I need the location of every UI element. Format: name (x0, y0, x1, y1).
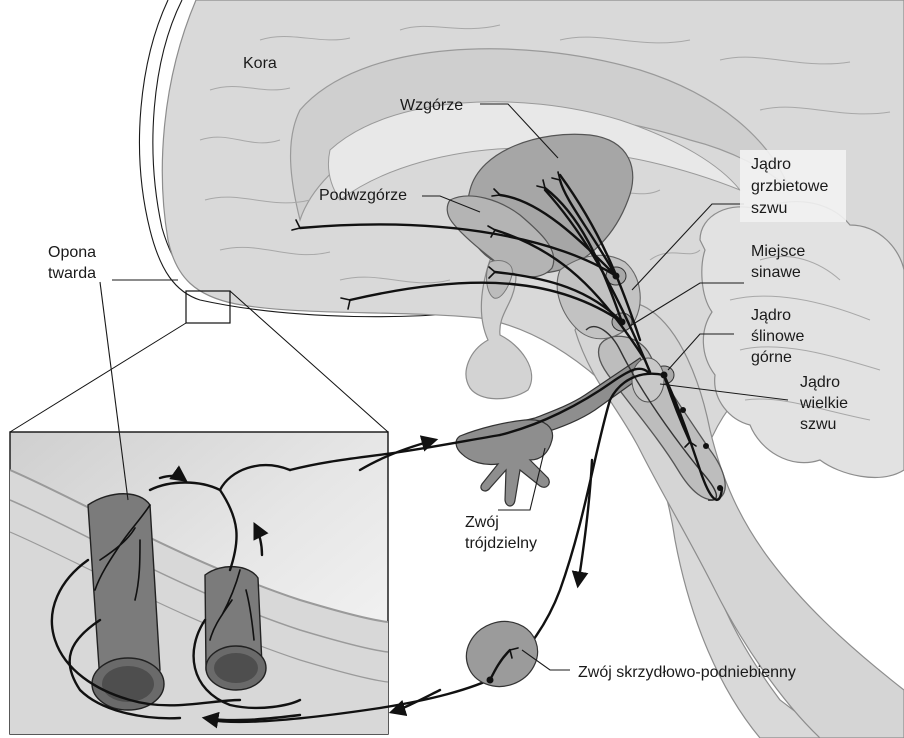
label-zwoj-troj-line1: Zwój (465, 514, 499, 531)
label-opona-line1: Opona (48, 244, 96, 261)
zoom-line-left (10, 323, 186, 432)
label-jadro-grzbietowe-line3: szwu (751, 200, 787, 217)
label-zwoj-skrzydlowo: Zwój skrzydłowo-podniebienny (578, 664, 796, 681)
label-jadro-slinowe-line2: ślinowe (751, 328, 804, 345)
label-jadro-wielkie-line1: Jądro (800, 374, 840, 391)
label-kora: Kora (243, 55, 277, 72)
label-jadro-slinowe-line3: górne (751, 349, 792, 366)
label-miejsce-line2: sinawe (751, 264, 801, 281)
label-jadro-grzbietowe-line1: Jądro (751, 156, 791, 173)
label-miejsce-line1: Miejsce (751, 243, 805, 260)
label-opona-line2: twarda (48, 265, 96, 282)
inset-panel (10, 291, 388, 734)
label-wzgorze: Wzgórze (400, 97, 463, 114)
label-jadro-wielkie-line3: szwu (800, 416, 836, 433)
label-zwoj-troj-line2: trójdzielny (465, 535, 537, 552)
pterygopalatine-ganglion (457, 612, 547, 697)
label-jadro-wielkie-line2: wielkie (799, 395, 848, 412)
label-podwzgorze: Podwzgórze (319, 187, 407, 204)
label-jadro-grzbietowe-line2: grzbietowe (751, 178, 828, 195)
label-jadro-slinowe-line1: Jądro (751, 307, 791, 324)
